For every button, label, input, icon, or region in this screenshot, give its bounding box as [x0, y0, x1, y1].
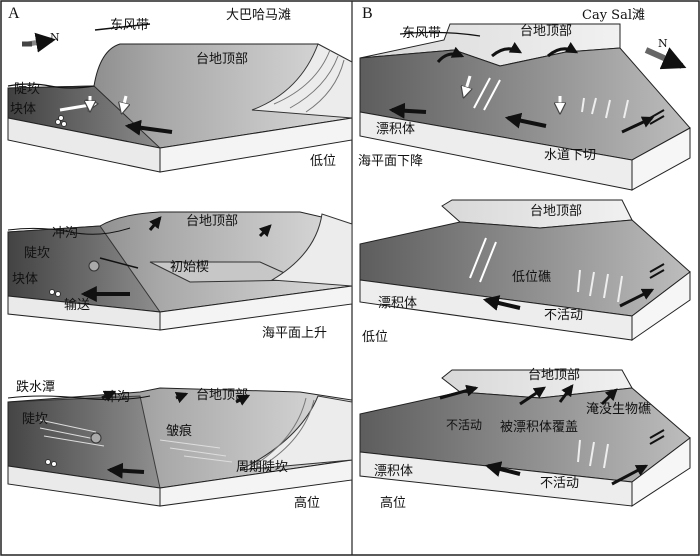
diagram-label: 台地顶部: [530, 204, 582, 219]
stage-label: 低位: [362, 330, 388, 345]
diagram-label: 台地顶部: [520, 24, 572, 39]
panel-letter: B: [362, 5, 373, 23]
diagram-label: 淹没生物礁: [586, 402, 651, 417]
diagram-label: 水道下切: [544, 148, 596, 163]
diagram-label: 不活动: [544, 308, 583, 323]
diagram-label: 不活动: [446, 418, 482, 433]
compass-label: N: [50, 30, 60, 45]
diagram-label: 台地顶部: [196, 388, 248, 403]
panel-title: 大巴哈马滩: [226, 8, 291, 23]
diagram-label: 漂积体: [376, 122, 415, 137]
diagram-label: 台地顶部: [186, 214, 238, 229]
diagram-label: 陡坎: [24, 246, 50, 261]
panel-title: Cay Sal滩: [582, 8, 645, 23]
diagram-label: 冲沟: [52, 226, 78, 241]
stage-label: 高位: [380, 496, 406, 511]
diagram-label: 不活动: [540, 476, 579, 491]
stage-label: 低位: [310, 154, 336, 169]
diagram-label: 跌水潭: [16, 380, 55, 395]
diagram-label: 冲沟: [104, 390, 130, 405]
diagram-label: 东风带: [110, 18, 149, 33]
diagram-label: 陡坎: [14, 82, 40, 97]
diagram-label: 初始楔: [170, 260, 209, 275]
stage-label: 高位: [294, 496, 320, 511]
stage-label: 海平面上升: [262, 326, 327, 341]
panel-letter: A: [8, 5, 20, 23]
diagram-label: 陡坎: [22, 412, 48, 427]
compass-label: N: [658, 36, 668, 51]
diagram-label: 被漂积体覆盖: [500, 420, 578, 435]
diagram-label: 低位礁: [512, 270, 551, 285]
diagram-label: 台地顶部: [196, 52, 248, 67]
diagram-label: 输送: [64, 298, 90, 313]
diagram-label: 块体: [12, 272, 38, 287]
diagram-label: 东风带: [402, 26, 441, 41]
block-diagram-b-highstand: [360, 370, 690, 506]
diagram-label: 漂积体: [378, 296, 417, 311]
stage-label: 海平面下降: [358, 154, 423, 169]
diagram-label: 漂积体: [374, 464, 413, 479]
diagram-label: 块体: [10, 102, 36, 117]
diagram-label: 周期陡坎: [236, 460, 288, 475]
diagram-label: 台地顶部: [528, 368, 580, 383]
north-arrow-icon: [646, 50, 682, 66]
diagram-label: 皱痕: [166, 424, 192, 439]
block-diagram-a-lowstand: [8, 24, 352, 172]
north-arrow-icon: [22, 40, 52, 44]
block-diagram-a-highstand: [8, 388, 352, 506]
